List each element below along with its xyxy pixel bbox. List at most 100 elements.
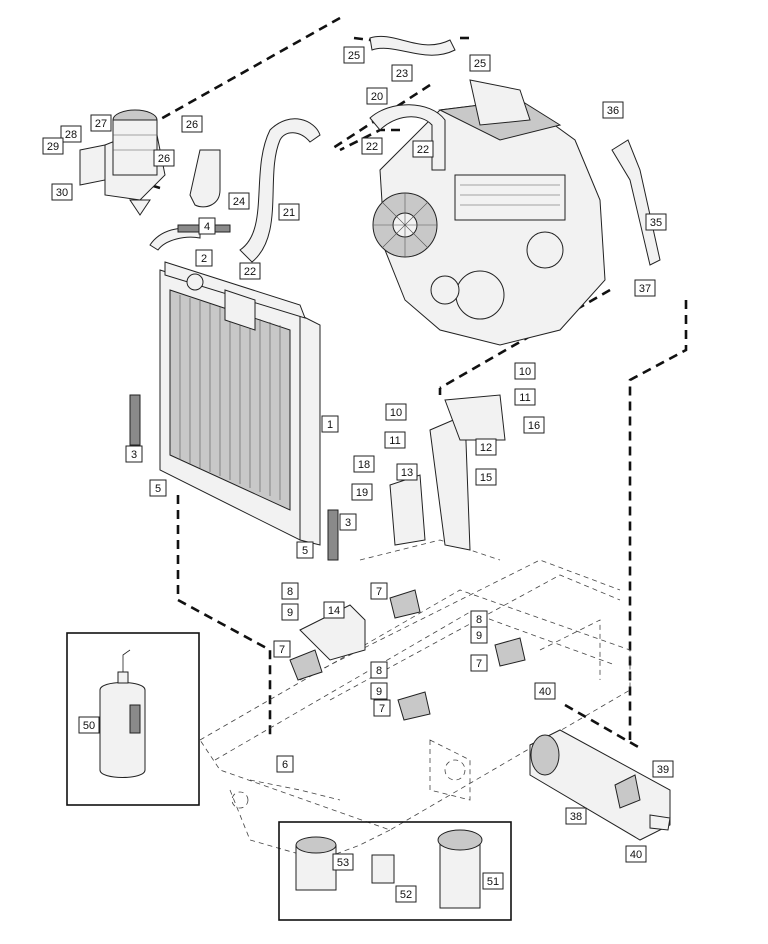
callout-24: 24 [228,192,250,210]
svg-text:11: 11 [389,435,400,447]
svg-text:53: 53 [337,857,349,869]
svg-text:10: 10 [519,366,531,378]
callout-25-top-left: 25 [343,46,365,64]
machine-frame [199,539,631,861]
svg-text:15: 15 [480,472,492,484]
callout-8-left: 8 [281,582,299,600]
svg-text:20: 20 [371,91,383,103]
svg-text:3: 3 [345,517,351,529]
callout-27: 27 [90,114,112,132]
callout-7-upper: 7 [370,582,388,600]
callout-9-right: 9 [470,626,488,644]
svg-text:10: 10 [390,407,402,419]
callout-14: 14 [323,601,345,619]
svg-text:13: 13 [401,467,413,479]
callout-40-upper: 40 [534,682,556,700]
svg-text:29: 29 [47,141,59,153]
callout-37: 37 [634,279,656,297]
svg-text:26: 26 [158,153,170,165]
svg-text:8: 8 [476,614,482,626]
callout-28: 28 [60,125,82,143]
callout-35: 35 [645,213,667,231]
svg-text:9: 9 [287,607,293,619]
callout-10-middle: 10 [385,403,407,421]
callout-40-lower: 40 [625,845,647,863]
svg-text:7: 7 [476,658,482,670]
svg-text:4: 4 [204,221,210,233]
air-cleaner [79,109,166,216]
svg-text:22: 22 [417,144,429,156]
engine [372,79,606,346]
svg-text:25: 25 [348,50,360,62]
callout-3-right: 3 [339,513,357,531]
callout-7-middle: 7 [373,699,391,717]
svg-text:30: 30 [56,187,68,199]
callout-16: 16 [523,416,545,434]
callout-13: 13 [396,463,418,481]
callout-4: 4 [198,217,216,235]
svg-text:18: 18 [358,459,370,471]
svg-text:26: 26 [186,119,198,131]
svg-text:35: 35 [650,217,662,229]
callout-9-left: 9 [281,603,299,621]
svg-text:5: 5 [155,483,161,495]
callout-15: 15 [475,468,497,486]
svg-text:40: 40 [630,849,642,861]
callout-19: 19 [351,483,373,501]
svg-text:37: 37 [639,283,651,295]
callout-50: 50 [78,716,100,734]
svg-text:1: 1 [327,419,333,431]
svg-text:19: 19 [356,487,368,499]
callout-5-right: 5 [296,541,314,559]
svg-text:8: 8 [287,586,293,598]
callout-1: 1 [321,415,339,433]
svg-text:3: 3 [131,449,137,461]
callout-51: 51 [482,872,504,890]
callout-23: 23 [391,64,413,82]
callout-39: 39 [652,760,674,778]
svg-text:28: 28 [65,129,77,141]
engine-mounts [289,589,526,721]
callout-21: 21 [278,203,300,221]
callout-53: 53 [332,853,354,871]
svg-text:7: 7 [376,586,382,598]
svg-text:52: 52 [400,889,412,901]
svg-text:11: 11 [519,392,530,404]
svg-text:21: 21 [283,207,295,219]
callout-30: 30 [51,183,73,201]
callout-8-middle: 8 [370,661,388,679]
muffler [529,729,671,841]
callout-3-left: 3 [125,445,143,463]
svg-text:22: 22 [366,141,378,153]
callout-26-top: 26 [181,115,203,133]
callout-10-upper: 10 [514,362,536,380]
callout-26-bottom: 26 [153,149,175,167]
callout-8-right: 8 [470,610,488,628]
svg-text:7: 7 [379,703,385,715]
svg-text:39: 39 [657,764,669,776]
svg-text:50: 50 [83,720,95,732]
callout-38: 38 [565,807,587,825]
svg-text:36: 36 [607,105,619,117]
svg-text:24: 24 [233,196,245,208]
svg-text:9: 9 [376,686,382,698]
svg-text:40: 40 [539,686,551,698]
callout-9-middle: 9 [370,682,388,700]
callout-22-middle-right: 22 [412,140,434,158]
svg-text:5: 5 [302,545,308,557]
svg-text:38: 38 [570,811,582,823]
svg-text:51: 51 [487,876,499,888]
mounting-brackets [299,394,506,661]
svg-text:23: 23 [396,68,408,80]
callout-7-right: 7 [470,654,488,672]
svg-text:9: 9 [476,630,482,642]
svg-text:8: 8 [376,665,382,677]
callout-20: 20 [366,87,388,105]
callout-36: 36 [602,101,624,119]
svg-text:25: 25 [474,58,486,70]
svg-text:22: 22 [244,266,256,278]
callout-6: 6 [276,755,294,773]
callout-22-middle-left: 22 [361,137,383,155]
callout-18: 18 [353,455,375,473]
